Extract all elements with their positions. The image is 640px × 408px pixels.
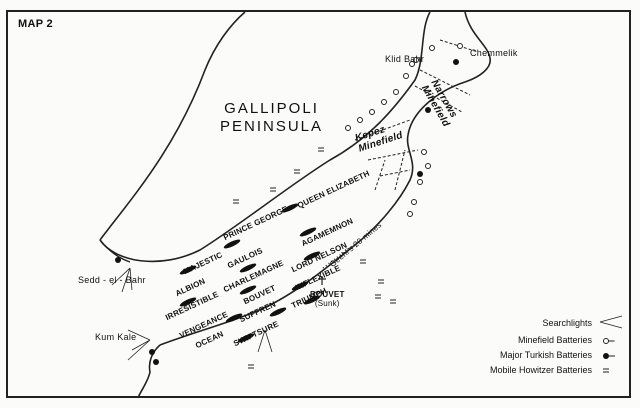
kepez-minefield-line5 — [394, 149, 406, 191]
narrows-minefield-line2 — [414, 85, 463, 113]
ship-markers — [179, 203, 321, 343]
bouvet-sunk-cross — [318, 276, 326, 285]
place-chemmelik: Chemmelik — [470, 48, 518, 58]
peninsula-label: GALLIPOLI PENINSULA — [220, 100, 323, 136]
peninsula-label-line1: GALLIPOLI — [224, 100, 319, 117]
narrows-minefield-line3 — [439, 39, 479, 53]
peninsula-coastline — [99, 11, 246, 241]
strait-south-shore — [159, 11, 491, 346]
legend-label: Mobile Howitzer Batteries — [489, 365, 592, 375]
bouvet-sunk-note: (Sunk) — [314, 299, 340, 308]
legend-item-major-batteries: Major Turkish Batteries — [500, 350, 592, 360]
place-klid-bahr: Klid Bahr — [385, 54, 425, 64]
bouvet-sunk-name: BOUVET — [310, 290, 345, 299]
legend-label: Major Turkish Batteries — [499, 350, 592, 360]
narrows-minefield-line1 — [419, 69, 471, 96]
kum-kale-coast — [137, 344, 161, 399]
howitzer-batteries — [233, 147, 396, 369]
bouvet-sunk-label: BOUVET (Sunk) — [310, 290, 345, 308]
searchlights — [111, 267, 273, 361]
place-kum-kale: Kum Kale — [95, 332, 137, 342]
legend-label: Minefield Batteries — [517, 335, 592, 345]
kepez-minefield-line3 — [379, 169, 411, 177]
peninsula-label-line2: PENINSULA — [220, 118, 324, 135]
legend-symbols — [599, 315, 623, 373]
strait-north-shore — [99, 11, 431, 263]
place-sedd-el-bahr: Sedd - el - Bahr — [78, 275, 146, 285]
map-label: MAP 2 — [18, 18, 53, 30]
legend-item-minefield-batteries: Minefield Batteries — [518, 335, 592, 345]
legend-label: Searchlights — [542, 318, 592, 328]
legend-item-searchlights: Searchlights — [542, 318, 592, 328]
minefield-batteries-south — [407, 43, 463, 217]
kepez-minefield-line2 — [367, 149, 419, 161]
minefield-batteries-north — [345, 61, 415, 131]
map-frame — [6, 10, 631, 398]
major-batteries — [115, 59, 459, 365]
kepez-minefield-line4 — [374, 159, 386, 191]
legend-item-howitzer-batteries: Mobile Howitzer Batteries — [490, 365, 592, 375]
sedd-el-bahr-tip — [99, 239, 131, 263]
